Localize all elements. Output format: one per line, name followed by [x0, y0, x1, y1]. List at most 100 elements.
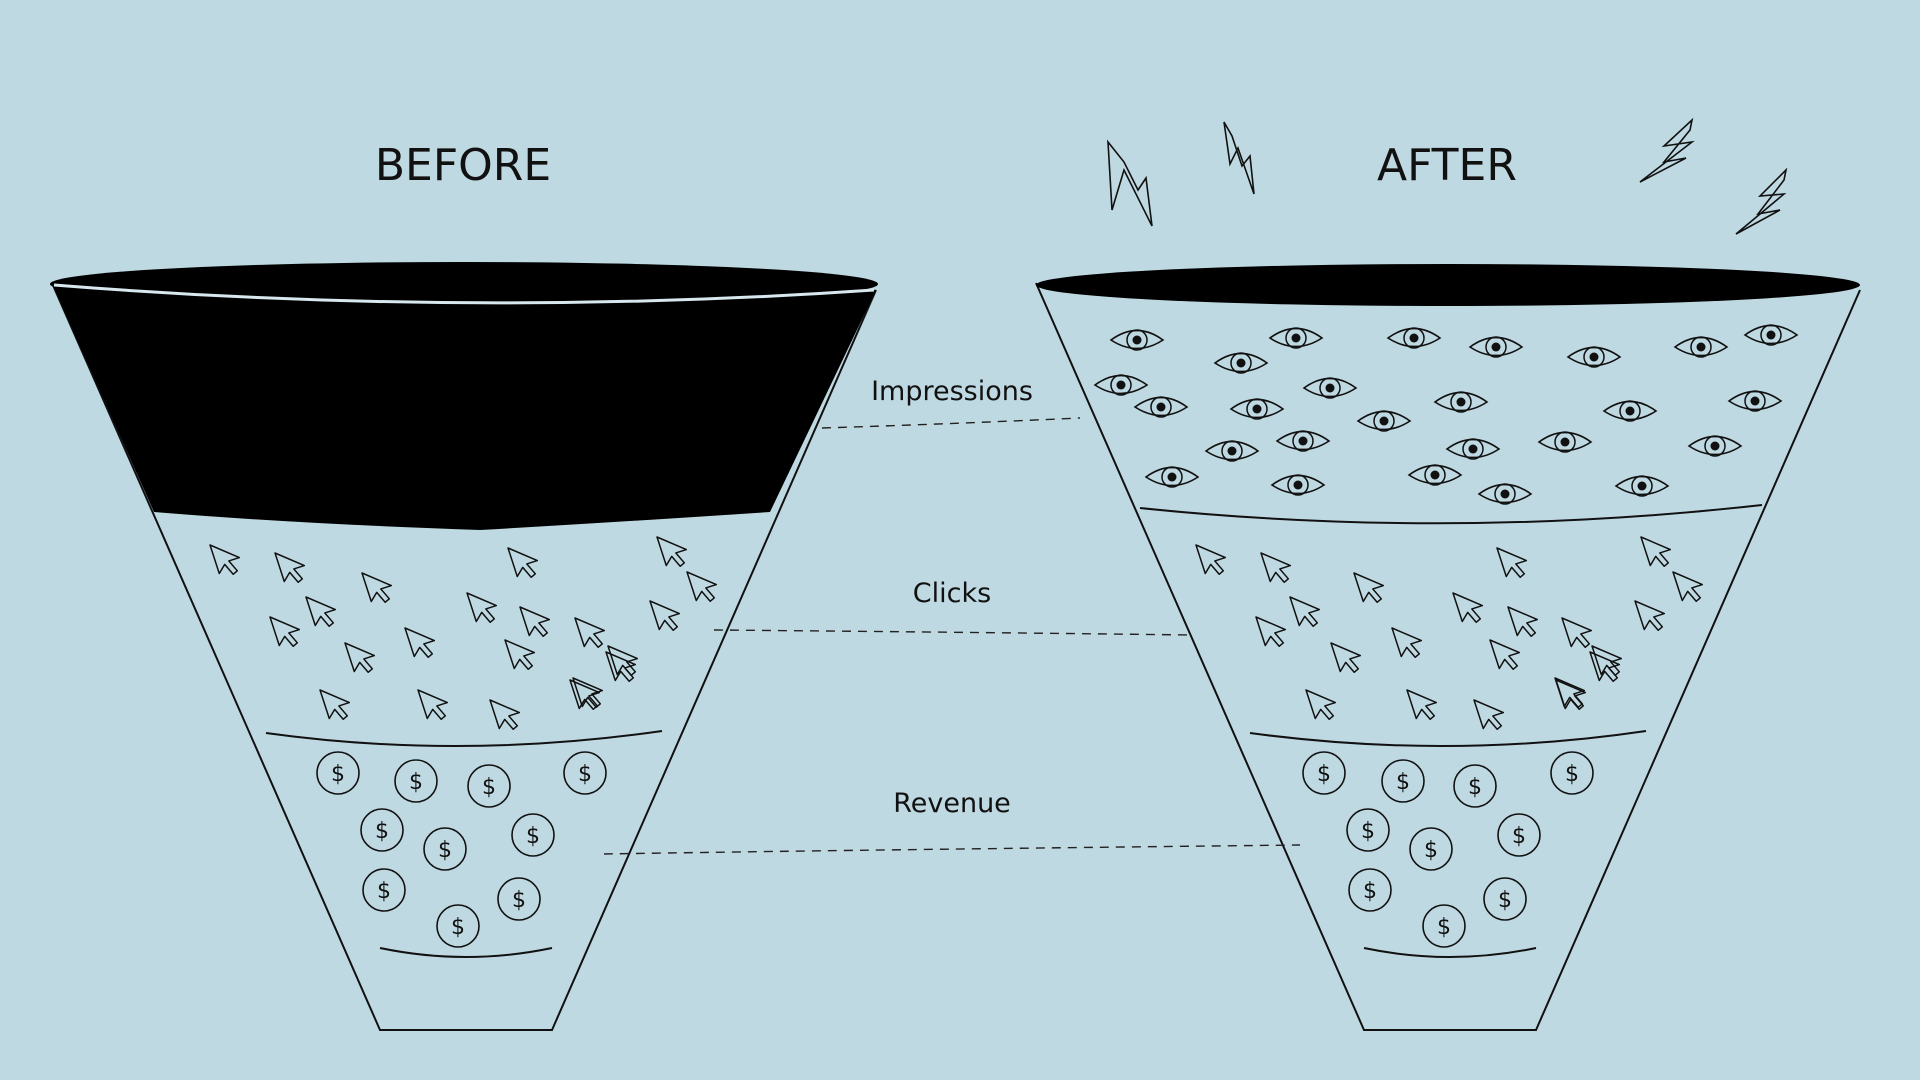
- dollar-coin-icon: $: [423, 827, 467, 871]
- coin-symbol: $: [375, 819, 389, 844]
- cursor-arrow-icon: [1554, 677, 1586, 709]
- coin-symbol: $: [1512, 824, 1526, 849]
- lightning-bolt-icon: [1107, 139, 1153, 227]
- eye-icon: [1602, 400, 1658, 422]
- cursor-arrow-icon: [1489, 639, 1521, 671]
- eye-icon: [1109, 329, 1165, 351]
- cursor-arrow-icon: [574, 617, 606, 649]
- coin-symbol: $: [331, 762, 345, 787]
- cursor-arrow-icon: [686, 571, 718, 603]
- cursor-arrow-icon: [305, 596, 337, 628]
- lightning-bolt-icon: [1735, 167, 1788, 235]
- impressions-connector: [821, 417, 1081, 429]
- dollar-coin-icon: $: [467, 764, 511, 808]
- dollar-coin-icon: $: [1381, 759, 1425, 803]
- cursor-arrow-icon: [1353, 572, 1385, 604]
- eye-icon: [1386, 327, 1442, 349]
- eye-icon: [1213, 352, 1269, 374]
- cursor-arrow-icon: [1195, 544, 1227, 576]
- dollar-coin-icon: $: [360, 808, 404, 852]
- cursor-arrow-icon: [466, 592, 498, 624]
- dollar-coin-icon: $: [1302, 751, 1346, 795]
- cursor-arrow-icon: [344, 642, 376, 674]
- stage-connectors: [603, 417, 1301, 855]
- after-funnel: $$$$$$$$$$: [1035, 264, 1861, 1031]
- eye-icon: [1270, 474, 1326, 496]
- dollar-coin-icon: $: [563, 751, 607, 795]
- cursor-arrow-icon: [519, 606, 551, 638]
- coin-symbol: $: [438, 838, 452, 863]
- cursor-arrow-icon: [605, 651, 637, 683]
- before-funnel-rim: [50, 262, 878, 306]
- cursor-arrow-icon: [1589, 651, 1621, 683]
- dollar-coin-icon: $: [497, 877, 541, 921]
- coin-symbol: $: [377, 879, 391, 904]
- cursor-arrow-icon: [1555, 679, 1587, 711]
- eye-icon: [1727, 390, 1783, 412]
- coin-symbol: $: [512, 888, 526, 913]
- impressions-label: Impressions: [871, 376, 1033, 407]
- coin-symbol: $: [1424, 838, 1438, 863]
- dollar-coin-icon: $: [511, 813, 555, 857]
- cursor-arrow-icon: [489, 699, 521, 731]
- before-funnel-bottom: [379, 947, 553, 958]
- eye-icon: [1614, 475, 1670, 497]
- cursor-arrow-icon: [1507, 606, 1539, 638]
- eye-icon: [1093, 374, 1149, 396]
- cursor-arrow-icon: [1330, 642, 1362, 674]
- cursor-arrow-icon: [404, 627, 436, 659]
- cursor-arrow-icon: [569, 679, 601, 711]
- cursor-arrow-icon: [507, 547, 539, 579]
- cursor-arrow-icon: [649, 600, 681, 632]
- cursor-arrow-icon: [1305, 689, 1337, 721]
- after-funnel-bottom: [1363, 947, 1537, 958]
- coin-symbol: $: [409, 770, 423, 795]
- eye-icon: [1433, 391, 1489, 413]
- before-funnel: $ $ $ $ $ $ $ $ $ $: [50, 262, 878, 1031]
- cursor-arrow-icon: [319, 689, 351, 721]
- coin-symbol: $: [1437, 915, 1451, 940]
- eye-icon: [1673, 336, 1729, 358]
- cursor-arrow-icon: [504, 639, 536, 671]
- coin-symbol: $: [482, 775, 496, 800]
- clicks-label: Clicks: [913, 578, 991, 609]
- lightning-bolt-icon: [1223, 121, 1255, 195]
- after-impressions-eyes: [1093, 324, 1799, 505]
- coin-symbol: $: [526, 824, 540, 849]
- coin-symbol: $: [451, 915, 465, 940]
- eye-icon: [1268, 327, 1324, 349]
- dollar-coin-icon: $: [1483, 877, 1527, 921]
- cursor-arrow-icon: [1634, 600, 1666, 632]
- eye-icon: [1356, 410, 1412, 432]
- cursor-arrow-icon: [1255, 616, 1287, 648]
- dollar-coin-icon: $: [1422, 904, 1466, 948]
- dollar-coin-icon: $: [436, 904, 480, 948]
- cursor-arrow-icon: [269, 616, 301, 648]
- coin-symbol: $: [578, 762, 592, 787]
- eye-icon: [1407, 464, 1463, 486]
- coin-symbol: $: [1468, 775, 1482, 800]
- after-divider-impressions-clicks: [1139, 504, 1763, 525]
- cursor-arrow-icon: [1640, 536, 1672, 568]
- eye-icon: [1229, 398, 1285, 420]
- eye-icon: [1133, 396, 1189, 418]
- lightning-bolts: [1107, 117, 1788, 235]
- eye-icon: [1687, 435, 1743, 457]
- after-funnel-rim: [1036, 264, 1860, 306]
- before-divider-clicks-revenue: [265, 730, 663, 747]
- before-clicks-cursors: [209, 536, 718, 731]
- cursor-arrow-icon: [607, 645, 639, 677]
- eye-icon: [1468, 336, 1524, 358]
- eye-icon: [1743, 324, 1799, 346]
- cursor-arrow-icon: [209, 544, 241, 576]
- cursor-arrow-icon: [417, 689, 449, 721]
- revenue-connector: [603, 844, 1301, 855]
- cursor-arrow-icon: [1289, 596, 1321, 628]
- dollar-coin-icon: $: [1497, 813, 1541, 857]
- cursor-arrow-icon: [1406, 689, 1438, 721]
- cursor-arrow-icon: [1561, 617, 1593, 649]
- eye-icon: [1445, 438, 1501, 460]
- dollar-coin-icon: $: [316, 751, 360, 795]
- cursor-arrow-icon: [361, 572, 393, 604]
- coin-symbol: $: [1361, 819, 1375, 844]
